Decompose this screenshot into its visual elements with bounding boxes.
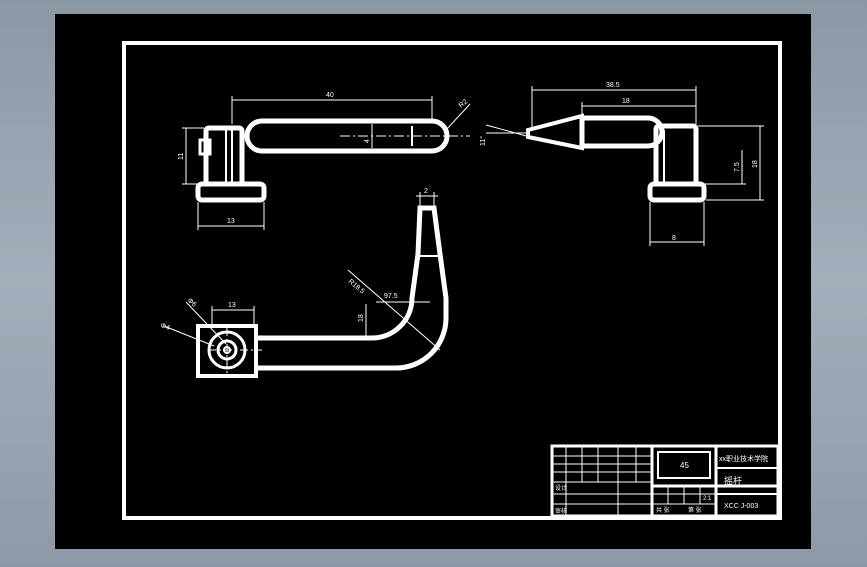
- tb-checker: 审核: [555, 507, 567, 515]
- dim-front-vertical: 18: [358, 314, 365, 322]
- view-top: [182, 96, 471, 230]
- dim-side-length: 38.5: [606, 82, 620, 89]
- dim-side-inner: 18: [622, 98, 630, 105]
- dim-side-base: 8: [672, 235, 676, 242]
- drawing-frame: [122, 41, 782, 520]
- view-side: [485, 86, 764, 246]
- dim-front-tip: 2: [424, 188, 428, 195]
- tb-sheet-total: 共 张: [656, 506, 670, 514]
- tb-part-name: 摇杆: [724, 475, 742, 486]
- dim-side-height: 18: [752, 160, 759, 168]
- dim-front-hole-small: Φ6: [186, 297, 198, 309]
- dim-side-angle: 11°: [479, 136, 487, 146]
- dim-top-pin: 4: [364, 139, 371, 143]
- title-block-text: 45 xx职业技术学院 摇杆 XCC J-003 2:1 共 张 第 张 设计 …: [555, 454, 768, 515]
- view-side-labels: 38.5 18 11° 18 7.5 8: [479, 82, 759, 242]
- dim-front-hole-large: Φ4: [159, 322, 170, 332]
- dim-side-step: 7.5: [734, 162, 741, 172]
- dim-front-angle: 97.5: [384, 293, 398, 300]
- title-block: [550, 444, 780, 518]
- dim-top-length: 40: [326, 92, 334, 99]
- view-top-labels: 40 R2 11 4 13: [178, 92, 469, 225]
- tb-scale: 2:1: [703, 496, 712, 502]
- tb-material: 45: [680, 461, 689, 470]
- tb-drawing-no: XCC J-003: [724, 503, 758, 510]
- black-canvas: [55, 14, 811, 549]
- view-front: [163, 192, 449, 378]
- dim-top-radius: R2: [458, 98, 469, 109]
- dim-top-height: 11: [178, 153, 185, 160]
- tb-designer: 设计: [555, 484, 567, 492]
- tb-sheet-no: 第 张: [688, 506, 702, 514]
- tb-school: xx职业技术学院: [719, 454, 768, 463]
- dim-front-square: 13: [228, 302, 236, 309]
- dim-top-base: 13: [227, 218, 235, 225]
